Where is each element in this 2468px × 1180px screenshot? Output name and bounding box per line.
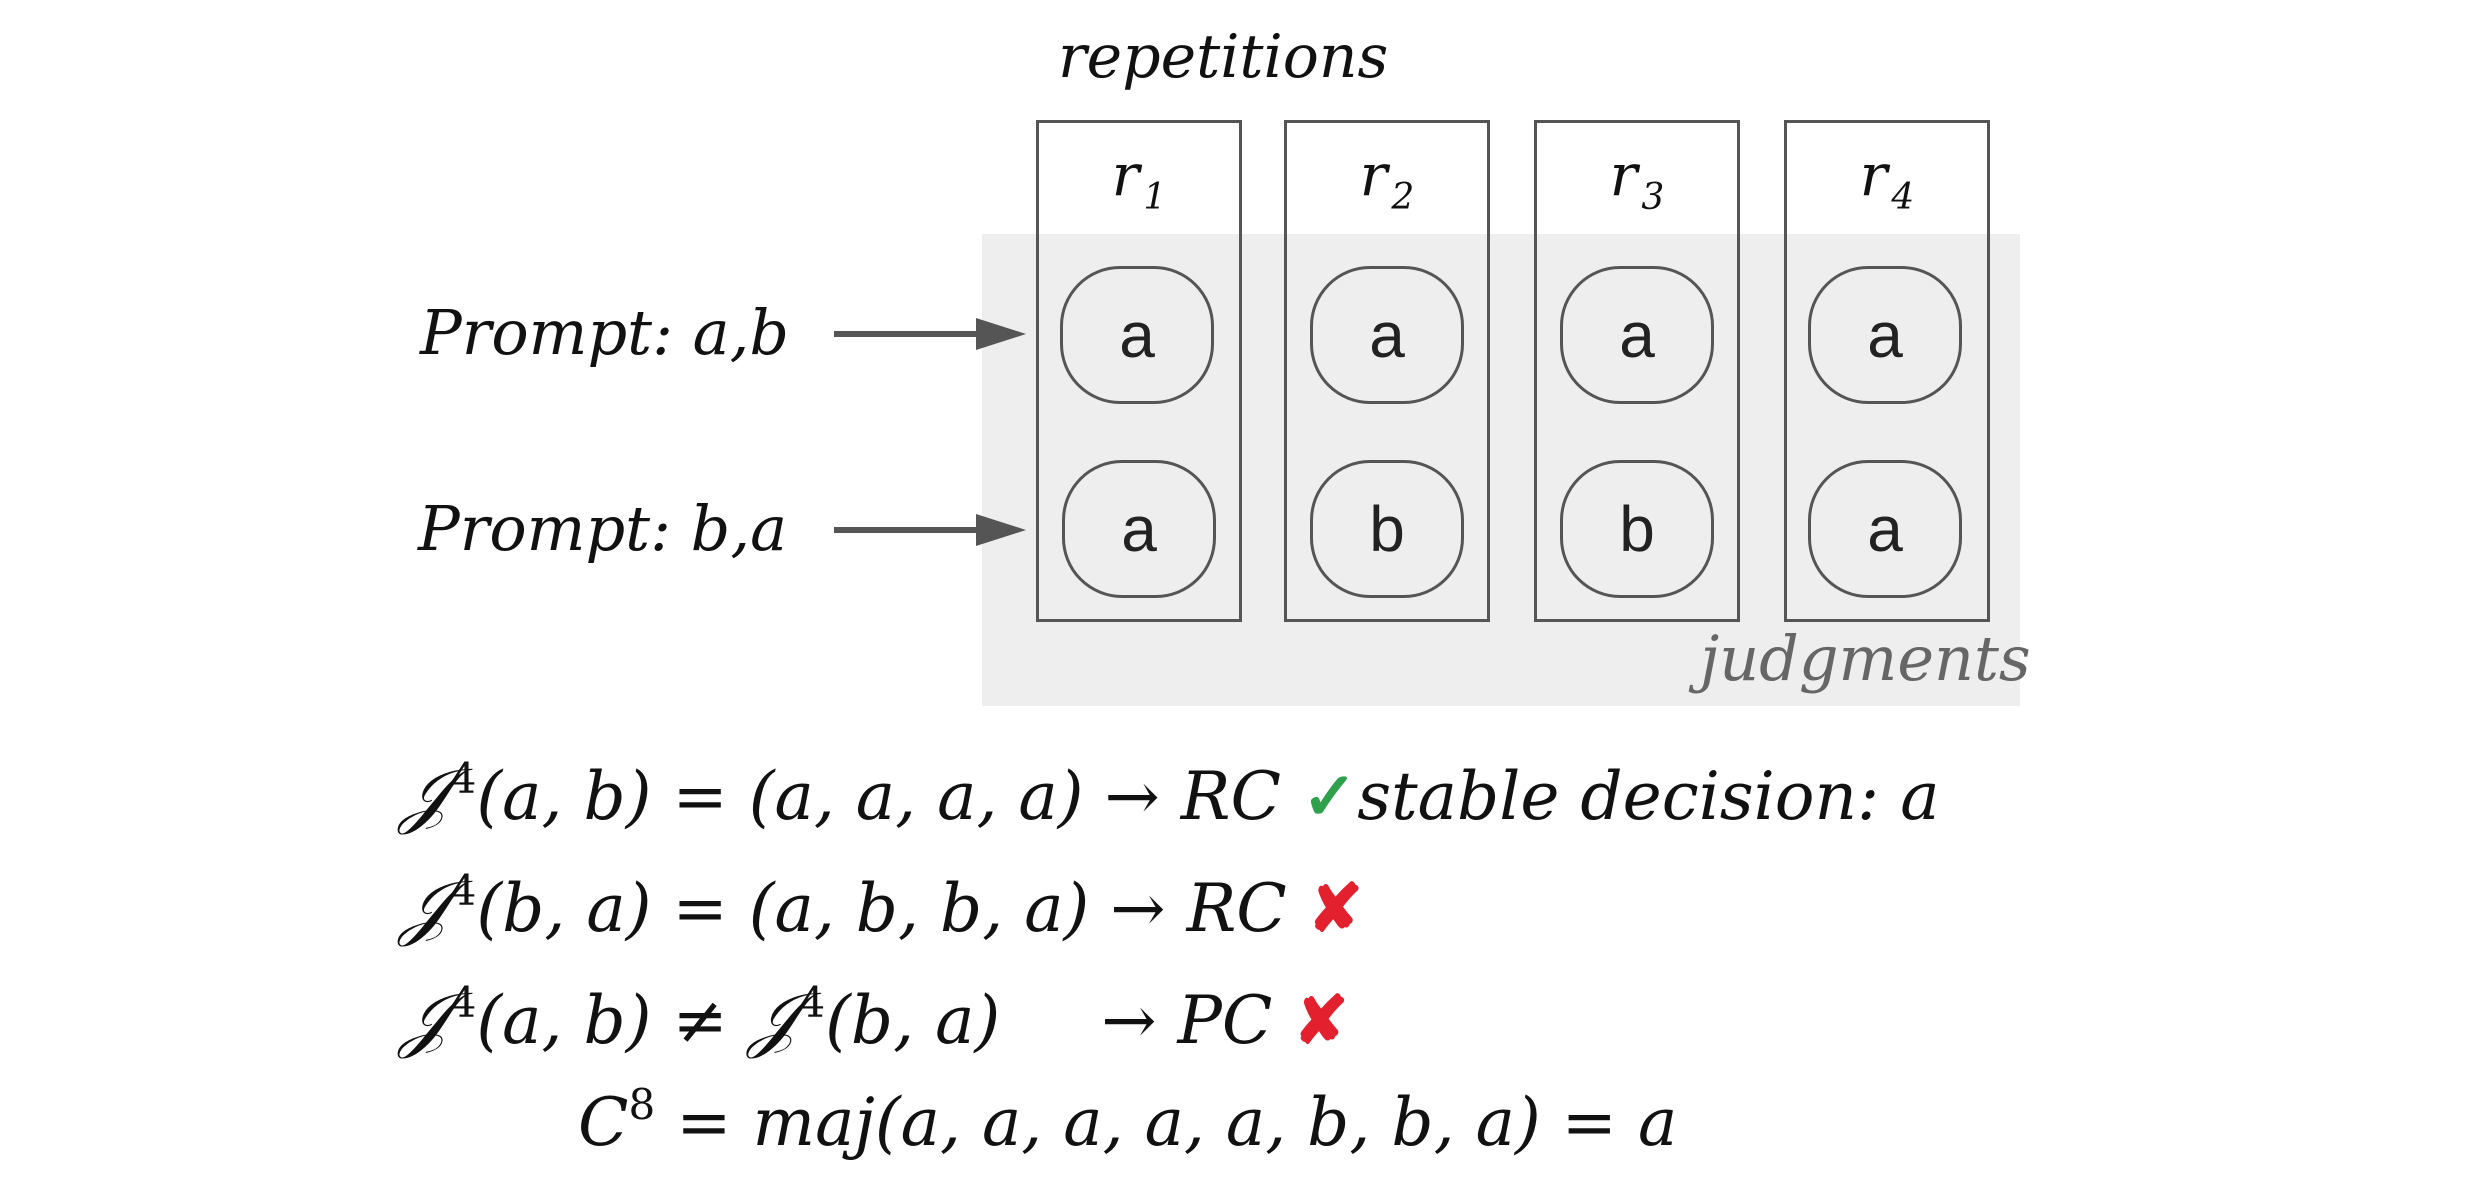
judgment-cell: a — [1310, 266, 1464, 404]
repetitions-label: repetitions — [1058, 22, 1389, 92]
judgment-cell: a — [1808, 460, 1962, 598]
judgment-cell: b — [1560, 460, 1714, 598]
judgment-cell: a — [1808, 266, 1962, 404]
equation-1: 𝒥4(a, b) = (a, a, a, a) → RC ✓stable dec… — [400, 752, 1940, 836]
judgments-label: judgments — [1700, 622, 2031, 695]
cross-icon: ✘ — [1307, 869, 1364, 947]
arrow-right-icon — [834, 318, 1026, 350]
prompt-ba-label: Prompt: b,a — [418, 492, 788, 565]
equation-4: C8 = maj(a, a, a, a, a, b, b, a) = a — [578, 1080, 1678, 1161]
judgment-cell: a — [1062, 460, 1216, 598]
prompt-ab-label: Prompt: a,b — [420, 296, 790, 369]
judgment-cell: a — [1560, 266, 1714, 404]
check-icon: ✓ — [1301, 757, 1358, 835]
judgment-cell: b — [1310, 460, 1464, 598]
equation-2: 𝒥4(b, a) = (a, b, b, a) → RC ✘ — [400, 864, 1364, 948]
equation-3: 𝒥4(a, b) ≠ 𝒥4(b, a) → PC ✘ — [400, 976, 1349, 1060]
judgment-cell: a — [1060, 266, 1214, 404]
cross-icon: ✘ — [1293, 981, 1349, 1059]
arrow-right-icon — [834, 514, 1026, 546]
